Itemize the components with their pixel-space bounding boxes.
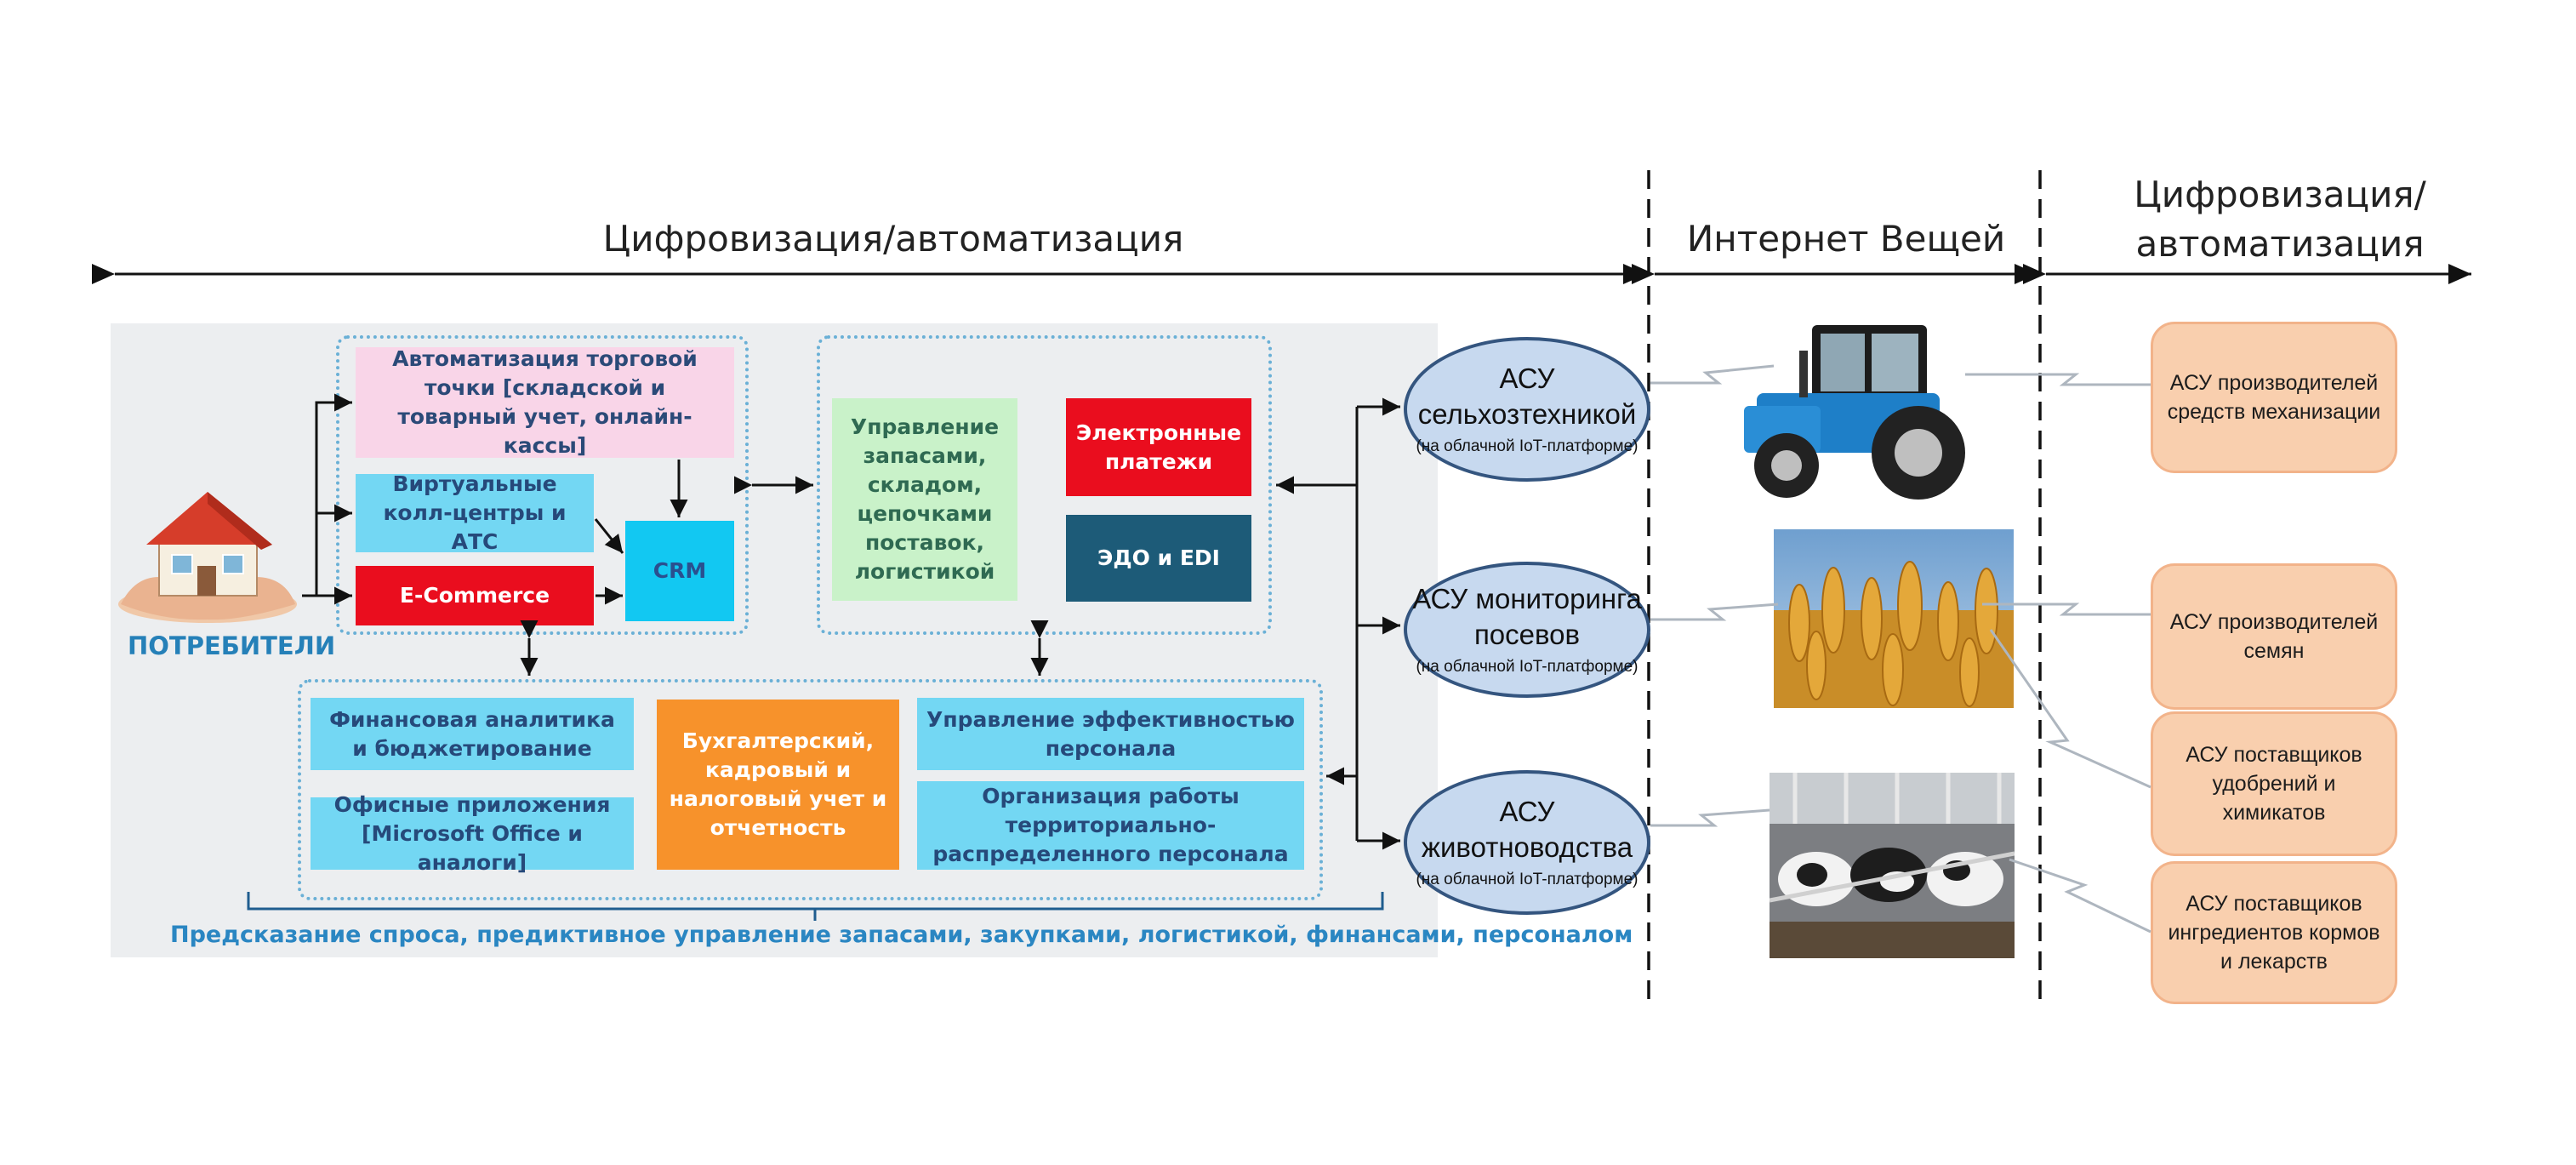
supplier-feed[interactable]: АСУ поставщиков ингредиентов кормов и ле…	[2151, 861, 2397, 1004]
supplier-seeds[interactable]: АСУ производителей семян	[2151, 563, 2397, 710]
iot-agri-machinery-title: АСУ сельхозтехникой	[1417, 363, 1637, 430]
inventory-box: Управление запасами, складом, цепочками …	[832, 398, 1017, 601]
trade-automation-box: Автоматизация торговой точки [складской …	[356, 346, 734, 458]
iot-livestock[interactable]: АСУ животноводства (на облачной IoT-плат…	[1404, 770, 1650, 915]
iot-agri-machinery-sub: (на облачной IoT-платформе)	[1416, 437, 1638, 455]
cow-barn-icon	[1770, 773, 2015, 958]
distributed-staff-box: Организация работы территориально-распре…	[917, 781, 1304, 870]
fin-analytics-box: Финансовая аналитика и бюджетирование	[311, 698, 634, 770]
iot-agri-machinery[interactable]: АСУ сельхозтехникой (на облачной IoT-пла…	[1404, 337, 1650, 482]
iot-crop-monitoring-sub: (на облачной IoT-платформе)	[1416, 658, 1638, 676]
header-digitalization-right: Цифровизация/ автоматизация	[2134, 174, 2426, 265]
supplier-fertilizers[interactable]: АСУ поставщиков удобрений и химикатов	[2151, 711, 2397, 856]
consumers-label: ПОТРЕБИТЕЛИ	[128, 631, 336, 660]
office-apps-box: Офисные приложения [Microsoft Office и а…	[311, 792, 634, 875]
ecommerce-box: E-Commerce	[356, 566, 594, 625]
edo-box: ЭДО и EDI	[1066, 515, 1251, 602]
bottom-caption: Предсказание спроса, предиктивное управл…	[170, 922, 1633, 948]
iot-livestock-sub: (на облачной IoT-платформе)	[1416, 871, 1638, 888]
iot-crop-monitoring[interactable]: АСУ мониторинга посевов (на облачной IoT…	[1404, 562, 1650, 698]
tractor-icon	[1744, 325, 1965, 500]
header-digitalization-left: Цифровизация/автоматизация	[602, 218, 1184, 260]
call-centers-box: Виртуальные колл-центры и АТС	[356, 471, 594, 554]
iot-livestock-title: АСУ животноводства	[1421, 796, 1633, 863]
accounting-box: Бухгалтерский, кадровый и налоговый учет…	[657, 700, 899, 870]
staff-efficiency-box: Управление эффективностью персонала	[917, 698, 1304, 770]
house-in-hands-icon	[118, 492, 297, 623]
crm-box: CRM	[625, 521, 734, 621]
supplier-machinery[interactable]: АСУ производителей средств механизации	[2151, 322, 2397, 473]
epayments-box: Электронные платежи	[1066, 398, 1251, 496]
iot-crop-monitoring-title: АСУ мониторинга посевов	[1412, 583, 1642, 650]
header-iot: Интернет Вещей	[1686, 218, 2006, 260]
wheat-field-icon	[1774, 529, 2014, 708]
